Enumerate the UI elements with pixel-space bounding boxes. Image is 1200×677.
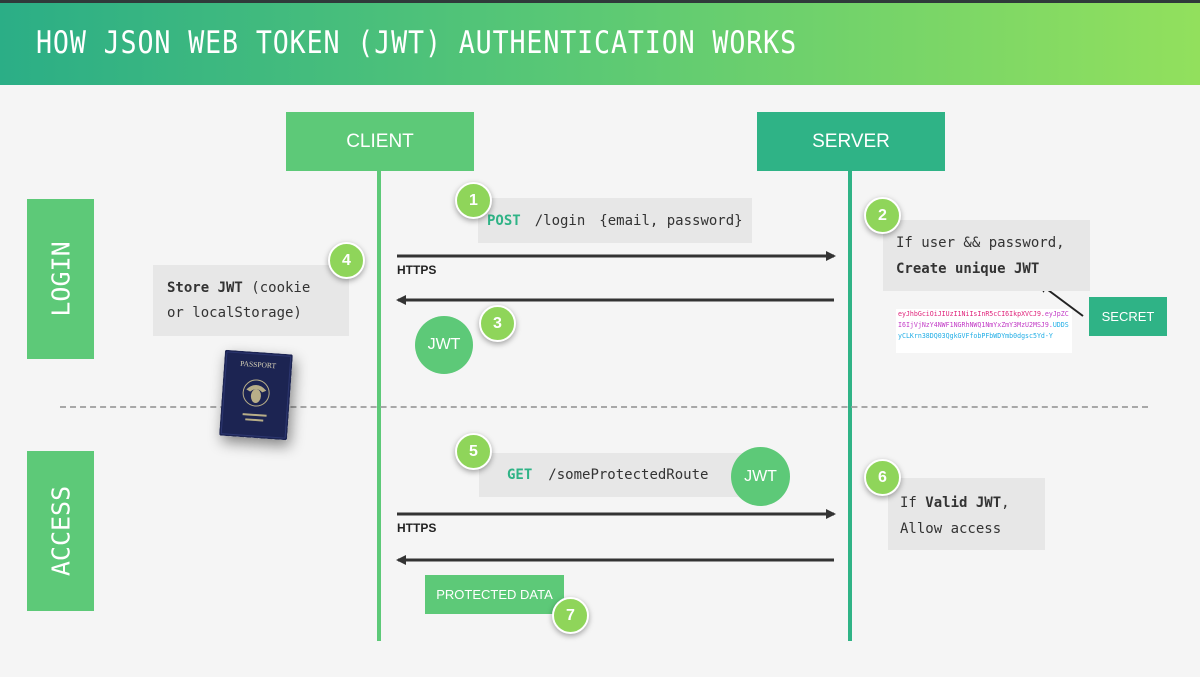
request-path: /login (534, 212, 586, 229)
step1-request-box: POST /login {email, password} (478, 198, 752, 243)
client-actor: CLIENT (286, 112, 474, 171)
step6-line1: If Valid JWT, (900, 490, 1045, 516)
top-border (0, 0, 1200, 3)
phase-access: ACCESS (27, 451, 94, 611)
step6-validate-box: If Valid JWT, Allow access (888, 478, 1045, 550)
step6-line2: Allow access (900, 521, 1002, 537)
jwt-signature-part: UDDSyCLKrn38DQ03QgkGVFfobPFbWDYmb0dgsc5Y… (898, 321, 1069, 340)
http-method-get: GET (507, 467, 533, 483)
step-badge-1: 1 (455, 182, 492, 219)
step6-suffix: , (1001, 495, 1010, 511)
step4-line2: or localStorage) (167, 305, 302, 321)
protected-data-box: PROTECTED DATA (425, 575, 564, 614)
protected-route-path: /someProtectedRoute (548, 467, 709, 483)
step2-server-box: If user && password, Create unique JWT (883, 220, 1090, 291)
http-method: POST (487, 212, 521, 229)
page-title: HOW JSON WEB TOKEN (JWT) AUTHENTICATION … (36, 25, 797, 61)
step-badge-7: 7 (552, 597, 589, 634)
jwt-token-circle: JWT (415, 316, 473, 374)
passport-label: PASSPORT (240, 359, 277, 371)
jwt-header-part: eyJhbGciOiJIUzI1NiIsInR5cCI6IkpXVCJ9. (898, 310, 1045, 318)
step4-bold: Store JWT (167, 280, 243, 296)
step2-line1: If user && password, (896, 235, 1065, 251)
step6-prefix: If (900, 495, 926, 511)
step4-rest: (cookie (242, 280, 311, 296)
https-label-access: HTTPS (397, 521, 437, 535)
server-actor: SERVER (757, 112, 945, 171)
step-badge-5: 5 (455, 433, 492, 470)
step4-store-box: Store JWT (cookie or localStorage) (153, 265, 349, 336)
step-badge-2: 2 (864, 197, 901, 234)
step-badge-4: 4 (328, 242, 365, 279)
step5-request-box: GET /someProtectedRoute (479, 453, 743, 497)
encoded-jwt-text: eyJhbGciOiJIUzI1NiIsInR5cCI6IkpXVCJ9.eyJ… (896, 309, 1072, 353)
header-banner: HOW JSON WEB TOKEN (JWT) AUTHENTICATION … (0, 3, 1200, 85)
step6-bold: Valid JWT (925, 495, 1002, 511)
step-badge-3: 3 (479, 305, 516, 342)
step-badge-6: 6 (864, 459, 901, 496)
step2-line2: Create unique JWT (896, 261, 1040, 277)
secret-key-box: SECRET (1089, 297, 1167, 336)
passport-image: PASSPORT (219, 349, 293, 441)
phase-divider (60, 406, 1148, 408)
step4-line1: Store JWT (cookie (167, 276, 349, 301)
request-body: {email, password} (599, 212, 743, 229)
phase-login: LOGIN (27, 199, 94, 359)
jwt-token-circle-access: JWT (731, 447, 790, 506)
https-label-login: HTTPS (397, 263, 437, 277)
jwt-payload-part: eyJpZCI6IjVjNzY4NWF1NGRhNWQ1NmYxZmY3MzU2… (898, 310, 1069, 329)
